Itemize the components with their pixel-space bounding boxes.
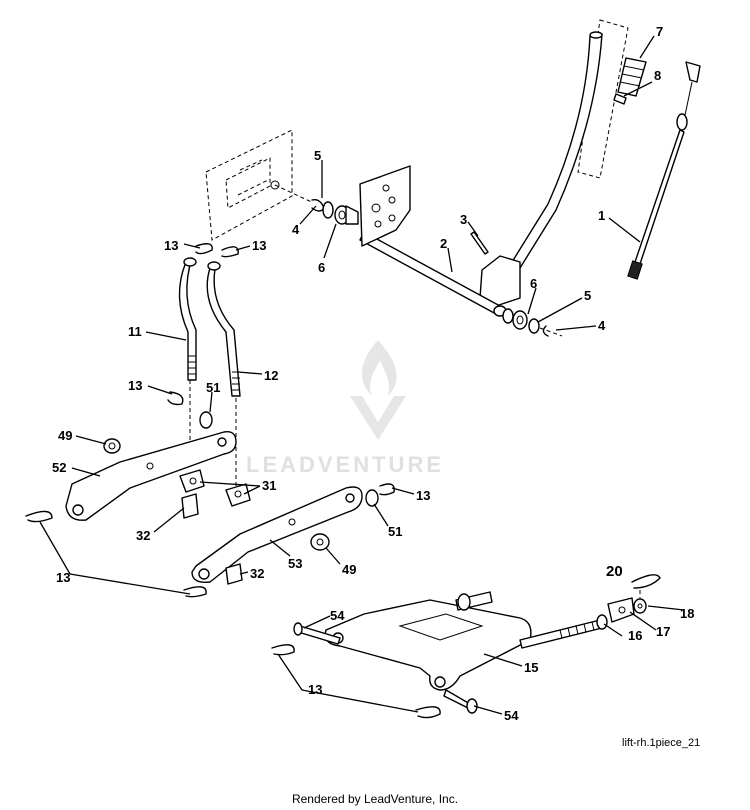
- part-16-nut: [596, 614, 608, 630]
- callout-6-right: 6: [530, 276, 537, 291]
- callout-17: 17: [656, 624, 670, 639]
- part-53-bracket: [191, 486, 363, 583]
- part-51-washer-left: [199, 411, 213, 429]
- part-32-nut-right: [225, 563, 243, 585]
- part-32-nut-left: [181, 493, 199, 519]
- callout-52: 52: [52, 460, 66, 475]
- callout-53: 53: [288, 556, 302, 571]
- threaded-rod: [519, 619, 603, 649]
- clip-13-hanger-left: [271, 644, 295, 656]
- clip-13-hanger-bottom: [415, 706, 441, 719]
- callout-49-b: 49: [342, 562, 356, 577]
- watermark-text: LEADVENTURE: [246, 452, 444, 477]
- part-8-clip: [613, 93, 627, 105]
- part-15-hanger: [324, 599, 532, 691]
- part-49-bushing-left: [103, 438, 121, 454]
- clip-13-lower-mid: [183, 586, 207, 598]
- callout-6-left: 6: [318, 260, 325, 275]
- part-7-grip: [617, 57, 647, 97]
- callout-1: 1: [598, 208, 605, 223]
- callout-51-a: 51: [206, 380, 220, 395]
- callout-2: 2: [440, 236, 447, 251]
- part-54-bolt-lower: [443, 689, 478, 714]
- part-11-link: [178, 257, 197, 381]
- part-52-bracket: [65, 431, 237, 521]
- watermark-logo: LEADVENTURE: [246, 340, 444, 477]
- callout-12: 12: [264, 368, 278, 383]
- mounting-plate: [359, 165, 411, 247]
- part-12-link: [206, 261, 241, 397]
- callout-15: 15: [524, 660, 538, 675]
- frame-plate: [205, 129, 319, 241]
- clip-20: [631, 574, 661, 589]
- callout-16: 16: [628, 628, 642, 643]
- part-51-washer-right: [365, 489, 379, 507]
- clip-13-right-bracket: [379, 483, 395, 496]
- callout-54-a: 54: [330, 608, 345, 623]
- callout-11: 11: [128, 324, 142, 339]
- callout-4-right: 4: [598, 318, 606, 333]
- callout-13-c: 13: [128, 378, 142, 393]
- callout-8: 8: [654, 68, 661, 83]
- callout-54-b: 54: [504, 708, 519, 723]
- left-shaft-hardware: [311, 198, 359, 225]
- part-17-clevis: [607, 597, 635, 623]
- callout-3: 3: [460, 212, 467, 227]
- callout-13-e: 13: [56, 570, 70, 585]
- callout-13-d: 13: [416, 488, 430, 503]
- callout-5-right: 5: [584, 288, 591, 303]
- callout-7: 7: [656, 24, 663, 39]
- clip-13-mid-left: [167, 391, 184, 406]
- part-1-rod: [627, 61, 701, 280]
- part-54-bolt-upper: [293, 622, 341, 645]
- part-31-trunnion-right: [225, 483, 251, 507]
- callout-18: 18: [680, 606, 694, 621]
- part-18-pin: [633, 598, 647, 614]
- callout-32-a: 32: [136, 528, 150, 543]
- callout-49-a: 49: [58, 428, 72, 443]
- callout-4-left: 4: [292, 222, 300, 237]
- reference-code: lift-rh.1piece_21: [622, 737, 701, 749]
- footer-credit: Rendered by LeadVenture, Inc.: [291, 792, 459, 806]
- callout-13-f: 13: [308, 682, 322, 697]
- clip-13-lower-left: [25, 510, 53, 523]
- callout-32-b: 32: [250, 566, 264, 581]
- callout-31: 31: [262, 478, 276, 493]
- leader-lines: [39, 35, 685, 715]
- part-31-trunnion-left: [179, 469, 205, 493]
- clip-13-top-right: [221, 246, 239, 258]
- callout-20: 20: [606, 563, 623, 580]
- callout-51-b: 51: [388, 524, 402, 539]
- clip-13-top-left: [195, 243, 213, 255]
- callout-13-b: 13: [252, 238, 266, 253]
- lift-lever-arm: [479, 31, 603, 307]
- hanger-top-bolt: [455, 591, 493, 611]
- callout-13-a: 13: [164, 238, 178, 253]
- callout-5-left: 5: [314, 148, 321, 163]
- part-3-pin: [470, 231, 489, 255]
- part-49-bushing-right: [310, 533, 330, 551]
- right-shaft-hardware: [502, 308, 563, 337]
